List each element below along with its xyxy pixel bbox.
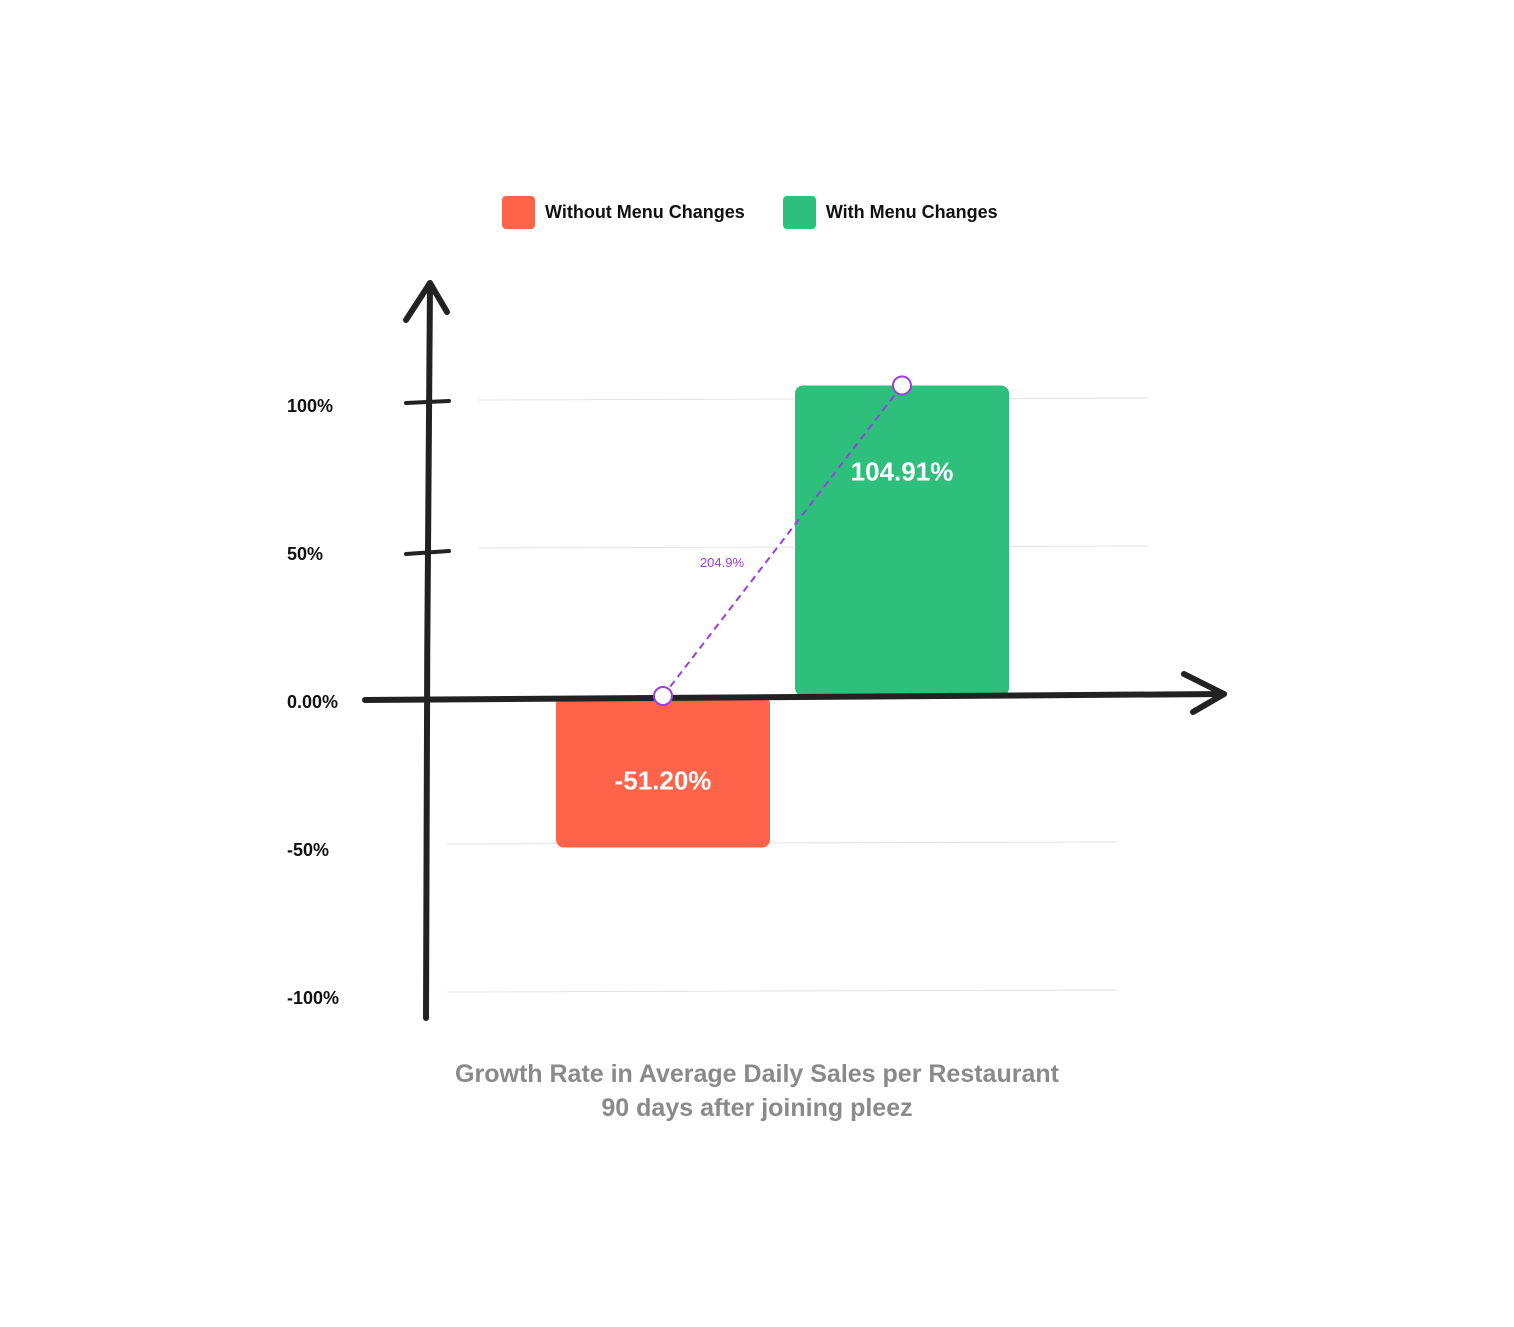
- bar-value-label: -51.20%: [615, 765, 712, 795]
- y-tick-mark-50: [404, 549, 451, 556]
- y-tick-label: -100%: [287, 988, 339, 1008]
- bar-without-menu-changes: [556, 696, 770, 848]
- connector-end-marker: [892, 375, 912, 396]
- y-axis-arrowhead: [403, 280, 450, 323]
- y-tick-label: -50%: [287, 840, 329, 860]
- y-tick-mark-100: [404, 399, 451, 405]
- difference-label: 204.9%: [700, 555, 745, 570]
- axes: [362, 280, 1227, 1021]
- y-tick-label: 0.00%: [287, 692, 338, 712]
- difference-connector: [662, 384, 903, 697]
- x-axis-arrowhead: [1181, 671, 1227, 715]
- bars: -51.20% 104.91%: [556, 385, 1009, 848]
- difference-annotation: 204.9%: [653, 375, 912, 706]
- bar-with-menu-changes: [795, 385, 1009, 696]
- y-axis-line: [423, 280, 433, 1021]
- y-tick-label: 50%: [287, 544, 323, 564]
- connector-start-marker: [653, 686, 673, 706]
- tick-labels: 100% 50% 0.00% -50% -100%: [287, 396, 339, 1008]
- chart-caption-line-2: 90 days after joining pleez: [601, 1094, 913, 1122]
- legend-label-with: With Menu Changes: [825, 202, 998, 222]
- chart-legend: Without Menu Changes With Menu Changes: [502, 196, 1036, 229]
- gridline: [446, 989, 1118, 993]
- x-axis-line: [362, 690, 1227, 703]
- legend-item-with-menu-changes: With Menu Changes: [782, 196, 998, 229]
- gridline: [446, 841, 1118, 845]
- legend-swatch-with: [782, 196, 816, 229]
- chart-caption-line-1: Growth Rate in Average Daily Sales per R…: [455, 1060, 1059, 1088]
- y-tick-label: 100%: [287, 396, 333, 416]
- legend-label-without: Without Menu Changes: [545, 202, 745, 222]
- bar-value-label: 104.91%: [851, 456, 954, 486]
- legend-item-without-menu-changes: Without Menu Changes: [502, 196, 745, 229]
- legend-swatch-without: [502, 196, 535, 229]
